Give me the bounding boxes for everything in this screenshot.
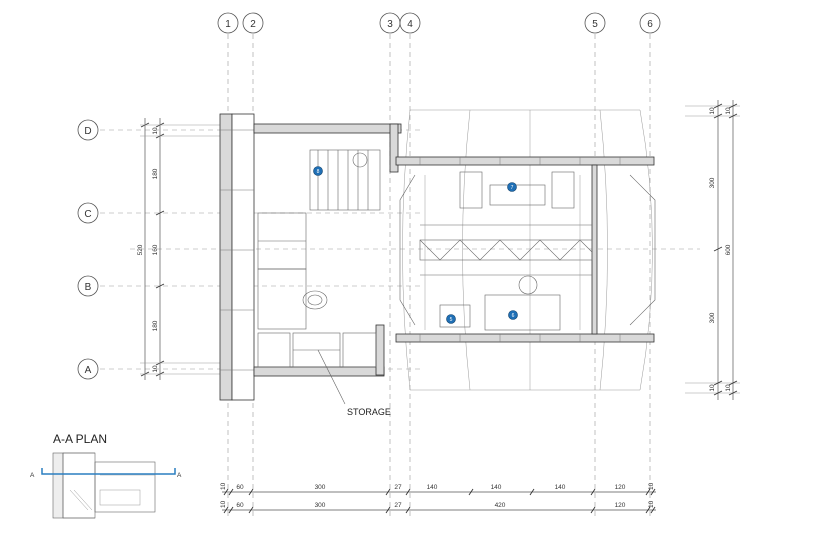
svg-text:D: D [84,126,91,137]
svg-text:10: 10 [725,107,732,115]
svg-text:140: 140 [491,484,502,491]
svg-text:5: 5 [450,317,453,323]
pod-shell [399,109,656,391]
svg-text:6: 6 [512,313,515,319]
svg-text:160: 160 [152,244,159,255]
grid-bubble-5: 5 [584,12,606,34]
svg-text:300: 300 [315,502,326,509]
svg-text:10: 10 [220,482,227,490]
svg-text:60: 60 [236,484,244,491]
svg-text:120: 120 [615,484,626,491]
grid-bubble-B: B [77,275,99,297]
grid-bubble-1: 1 [217,12,239,34]
room-marker-7: 7 [507,182,517,192]
key-plan-cut-left: A [30,472,35,479]
room-marker-5: 5 [446,314,456,324]
room-marker-8: 8 [313,166,323,176]
grid-bubble-4: 4 [399,12,421,34]
svg-text:10: 10 [648,482,655,490]
svg-text:300: 300 [709,177,716,188]
svg-text:1: 1 [225,19,231,30]
svg-text:10: 10 [648,500,655,508]
svg-text:8: 8 [317,169,320,175]
svg-text:140: 140 [555,484,566,491]
svg-text:600: 600 [725,244,732,255]
grid-bubble-D: D [77,119,99,141]
room-marker-6: 6 [508,310,518,320]
grid-row-bubbles: D C B A [77,119,99,380]
room-markers: 8 7 5 6 [313,166,518,324]
svg-text:420: 420 [495,502,506,509]
key-plan: A-A PLAN A A [30,432,182,519]
key-plan-cut-line [41,468,176,475]
svg-text:520: 520 [137,244,144,255]
svg-text:7: 7 [511,185,514,191]
svg-text:10: 10 [709,384,716,392]
storage-label: STORAGE [347,407,391,417]
svg-text:300: 300 [709,312,716,323]
grid-bubble-C: C [77,202,99,224]
key-plan-cut-right: A [177,472,182,479]
grid-bubble-6: 6 [639,12,661,34]
walls [219,113,655,401]
svg-text:27: 27 [394,502,402,509]
grid-bubble-2: 2 [242,12,264,34]
svg-text:180: 180 [152,168,159,179]
svg-text:3: 3 [387,19,393,30]
grid-column-bubbles: 1 2 3 4 5 6 [217,12,661,34]
svg-text:60: 60 [236,502,244,509]
svg-text:27: 27 [394,484,402,491]
svg-text:10: 10 [725,384,732,392]
svg-text:120: 120 [615,502,626,509]
left-dimensions: 10 180 160 180 10 520 [137,118,220,380]
svg-text:4: 4 [407,19,413,30]
svg-text:300: 300 [315,484,326,491]
svg-text:10: 10 [152,365,159,373]
grid-bubble-3: 3 [379,12,401,34]
svg-text:10: 10 [709,107,716,115]
svg-text:5: 5 [592,19,598,30]
storage-annotation: STORAGE [317,349,391,417]
interior-details [257,149,593,368]
bottom-dimensions: 10 60 300 27 140 140 140 120 10 10 60 30… [220,482,656,514]
svg-text:180: 180 [152,320,159,331]
svg-text:6: 6 [647,19,653,30]
svg-text:10: 10 [220,500,227,508]
right-dimensions: 10 10 300 300 10 10 600 [685,100,740,400]
svg-text:140: 140 [427,484,438,491]
svg-text:2: 2 [250,19,256,30]
grid-bubble-A: A [77,358,99,380]
svg-text:B: B [85,282,92,293]
svg-text:C: C [84,209,91,220]
svg-text:10: 10 [152,127,159,135]
key-plan-title: A-A PLAN [53,432,107,446]
svg-text:A: A [85,365,92,376]
